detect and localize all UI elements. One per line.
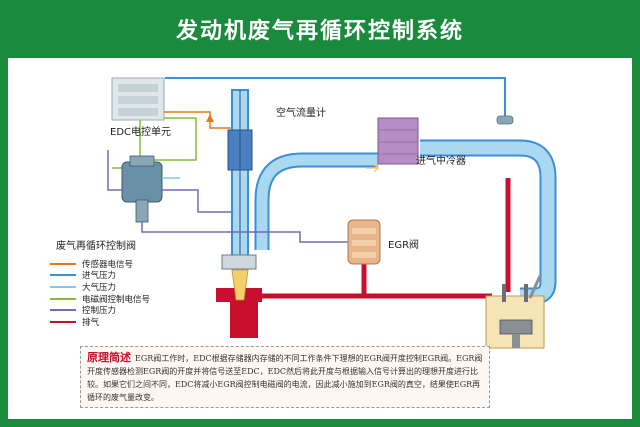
edc-unit-label: EDC电控单元 <box>110 127 172 138</box>
exhaust-outlet <box>230 298 258 338</box>
legend-swatch <box>50 274 76 277</box>
legend-label: 控制压力 <box>82 306 117 317</box>
legend-label: 传感器电信号 <box>82 259 134 270</box>
diagram-title: 发动机废气再循环控制系统 <box>175 19 464 44</box>
legend-item: 排气 <box>50 316 150 328</box>
egr-control-valve <box>121 161 163 203</box>
legend-label: 电磁阀控制电信号 <box>82 294 151 305</box>
intercooler-label: 进气中冷器 <box>416 156 466 167</box>
sensor-line-top <box>165 77 506 120</box>
pressure-sensor <box>496 115 514 125</box>
legend-label: 大气压力 <box>82 282 117 293</box>
control-pressure-line <box>162 189 232 213</box>
sensor-signal-line <box>164 111 232 129</box>
principle-text: EGR阀工作时，EDC根据存储器内存储的不同工作条件下理想的EGR阀开度控制EG… <box>87 354 483 402</box>
air-flow-meter-label: 空气流量计 <box>276 108 326 119</box>
turbo-hub <box>221 254 257 270</box>
legend-item: 电磁阀控制电信号 <box>50 293 150 305</box>
legend: 传感器电信号 进气压力 大气压力 电磁阀控制电信号 控制压力 排气 <box>50 258 150 328</box>
legend-swatch <box>50 262 76 265</box>
legend-item: 传感器电信号 <box>50 258 150 270</box>
principle-heading: 原理简述 <box>87 351 131 364</box>
title-bar: 发动机废气再循环控制系统 <box>0 0 640 58</box>
egr-control-valve-label: 废气再循环控制阀 <box>56 241 136 252</box>
intake-pipe-right <box>420 139 557 305</box>
intercooler <box>377 117 419 165</box>
legend-label: 排气 <box>82 317 100 328</box>
egr-valve-label: EGR阀 <box>388 240 420 251</box>
legend-item: 进气压力 <box>50 270 150 282</box>
legend-item: 大气压力 <box>50 281 150 293</box>
legend-swatch <box>50 309 76 312</box>
legend-swatch <box>50 297 76 300</box>
legend-swatch <box>50 320 76 323</box>
legend-item: 控制压力 <box>50 304 150 316</box>
legend-label: 进气压力 <box>82 271 117 282</box>
legend-swatch <box>50 285 76 288</box>
